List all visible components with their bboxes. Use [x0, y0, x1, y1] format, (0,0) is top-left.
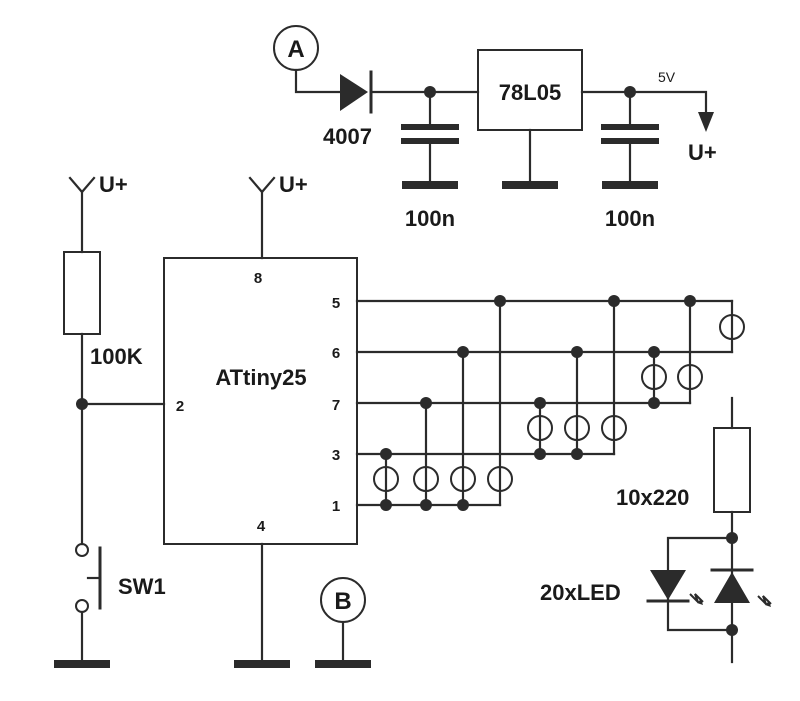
pin-1: 1 — [332, 498, 340, 515]
led-node — [373, 466, 399, 492]
supply-output-label: U+ — [688, 140, 717, 165]
led-node — [527, 415, 553, 441]
capacitor-input — [401, 90, 459, 189]
led-matrix-wiring — [355, 295, 734, 511]
pin-5: 5 — [332, 295, 340, 312]
capacitor-input-label: 100n — [405, 206, 455, 231]
chip-supply-symbol — [248, 176, 276, 260]
switch-sw1 — [54, 543, 110, 668]
switch-label: SW1 — [118, 574, 166, 599]
pin-3: 3 — [332, 447, 340, 464]
led-node — [413, 466, 439, 492]
pullup-supply-symbol — [68, 176, 96, 254]
led-left — [646, 570, 704, 605]
pin-2: 2 — [176, 398, 184, 415]
led-node-detail — [646, 396, 772, 664]
capacitor-output-label: 100n — [605, 206, 655, 231]
led-right — [710, 568, 772, 607]
pin-4: 4 — [257, 518, 266, 535]
capacitor-output — [601, 90, 659, 189]
connector-b-label: B — [334, 588, 351, 615]
resistor-100k-label: 100K — [90, 344, 143, 369]
chip-supply-label: U+ — [279, 172, 308, 197]
connector-b: B — [315, 577, 371, 668]
pin-6: 6 — [332, 345, 340, 362]
led-node — [601, 415, 627, 441]
resistor-220-label: 10x220 — [616, 485, 689, 510]
led-count-label: 20xLED — [540, 580, 621, 605]
supply-output-arrow — [698, 112, 714, 132]
pin-8: 8 — [254, 270, 262, 287]
chip-attiny25: ATtiny25 8 5 6 7 3 1 2 4 — [163, 257, 358, 545]
connector-a: A — [273, 25, 319, 71]
resistor-220 — [713, 427, 751, 513]
led-node — [487, 466, 513, 492]
regulator-78l05: 78L05 — [477, 49, 583, 189]
diode-4007 — [340, 70, 373, 114]
led-pair-nodes — [373, 314, 745, 492]
led-node — [450, 466, 476, 492]
diode-label: 4007 — [323, 124, 372, 149]
voltage-label: 5V — [658, 69, 676, 85]
connector-a-label: A — [287, 36, 304, 63]
led-node — [564, 415, 590, 441]
resistor-100k — [63, 251, 101, 335]
led-node — [677, 364, 703, 390]
pin-7: 7 — [332, 397, 340, 414]
regulator-label: 78L05 — [499, 80, 561, 105]
led-node — [719, 314, 745, 340]
pullup-supply-label: U+ — [99, 172, 128, 197]
led-node — [641, 364, 667, 390]
chip-label: ATtiny25 — [215, 365, 306, 390]
